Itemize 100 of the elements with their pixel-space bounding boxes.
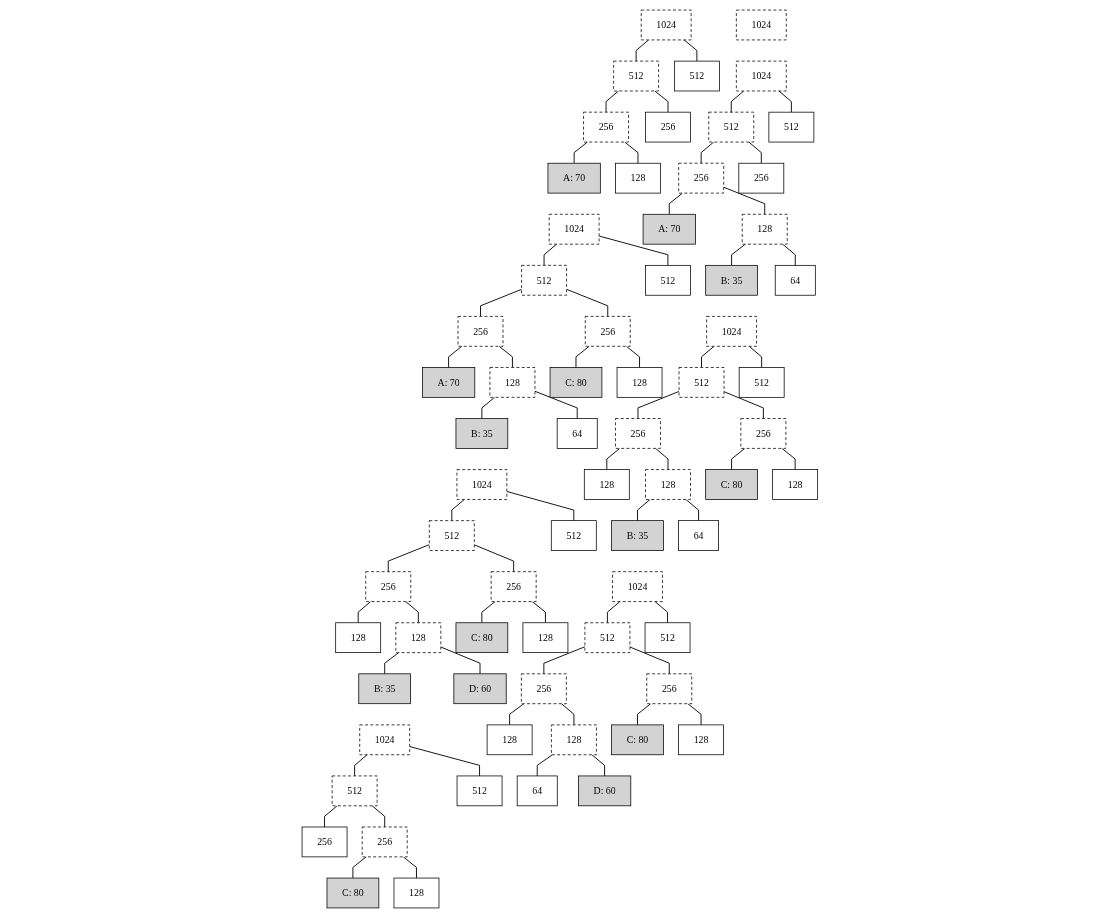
node-box: 512 [708,111,755,143]
node-box: 1024 [359,724,411,756]
node-box: 1024 [641,9,692,41]
connector [624,141,639,164]
connector [509,703,525,726]
connector [451,499,465,522]
connector [723,186,766,215]
node-box: 512 [645,264,691,296]
connector [723,391,764,419]
node-box: 512 [678,367,725,398]
node-box: B: 35 [455,418,509,449]
node-box: 128 [489,367,536,398]
connector [481,396,496,419]
node-box: A: 70 [547,162,601,194]
connector [536,754,554,777]
node-box: 128 [335,622,382,653]
node-box: 512 [331,775,378,807]
node-box: 1024 [706,316,758,347]
node-box: 128 [395,622,442,653]
connector [731,243,746,266]
connector [687,703,702,726]
connector [531,601,547,624]
connector [781,447,796,471]
node-box: 1024 [456,469,508,500]
connector [448,345,463,368]
node-box: 64 [556,418,598,449]
node-box: 128 [616,367,663,398]
connector [324,805,338,828]
connector [506,491,575,522]
connector [480,288,523,317]
node-box: C: 80 [455,622,509,653]
node-box: 64 [775,264,816,296]
node-box: 512 [738,367,785,398]
node-box: 256 [583,111,630,143]
connector [701,345,715,368]
connector [748,141,762,164]
connector [629,646,670,675]
node-box: C: 80 [549,367,603,398]
connector [566,288,609,317]
connector [354,754,368,777]
node-box: A: 70 [642,213,696,245]
connector [700,141,715,164]
connector [534,390,578,419]
node-box: 128 [645,469,692,500]
connector [635,39,650,62]
node-box: B: 35 [611,520,664,551]
connector [371,805,386,828]
node-box: 256 [738,162,785,194]
node-box: 256 [678,162,725,194]
connector [474,544,515,573]
connector [637,499,651,522]
connector [352,856,367,879]
node-box: 256 [365,571,412,602]
connector [668,192,684,215]
connector [685,499,700,522]
connector [637,391,680,419]
node-box: 256 [361,826,408,858]
connector [440,646,481,675]
node-box: 128 [584,469,630,500]
connector [606,447,621,471]
node-box: 512 [613,60,660,92]
node-box: C: 80 [326,877,380,909]
connector [654,90,669,113]
connector [543,243,558,266]
connector [543,646,586,675]
node-box: 128 [742,213,788,245]
node-box: A: 70 [422,367,476,398]
node-box: C: 80 [611,724,664,756]
node-box: 256 [457,316,504,347]
node-box: 64 [678,520,720,551]
connector [655,447,669,471]
connector [481,601,496,624]
node-box: 512 [429,520,475,551]
node-box: D: 60 [453,673,507,705]
node-box: 64 [516,775,558,807]
connector [561,703,575,726]
connector [778,90,792,113]
node-box: 512 [768,111,815,143]
connector [731,447,746,471]
node-box: 128 [551,724,597,756]
connector [575,345,590,368]
node-box: 1024 [736,9,787,41]
node-box: 128 [678,724,725,756]
node-box: 512 [456,775,503,807]
node-box: 1024 [548,213,600,245]
connector [402,856,418,879]
node-box: 256 [646,673,693,705]
node-box: 512 [584,622,631,653]
node-box: B: 35 [358,673,412,705]
connector [605,90,620,113]
connector [405,601,419,624]
connector [409,746,481,777]
node-box: B: 35 [705,264,759,296]
node-box: 256 [490,571,537,602]
node-box: 256 [301,826,348,858]
node-box: 256 [585,316,631,347]
node-box: 128 [615,162,661,194]
node-box: C: 80 [705,469,759,500]
node-box: 256 [740,418,787,449]
connector [730,90,745,113]
